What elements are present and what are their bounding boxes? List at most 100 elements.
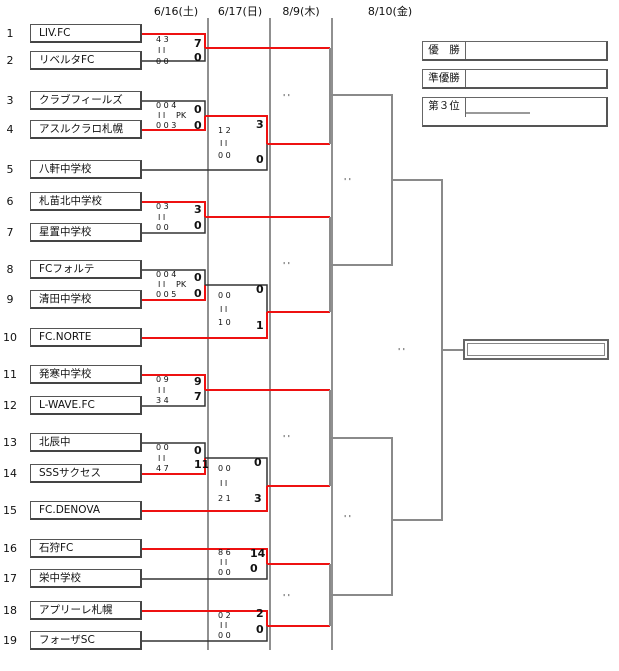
team-number: 4 xyxy=(6,123,14,136)
team-name: FC.DENOVA xyxy=(30,501,142,520)
final-score-bottom: 0 xyxy=(256,623,264,636)
third-place-label: 第３位 xyxy=(423,98,466,117)
round-date-1: 6/16(土) xyxy=(153,5,199,18)
final-winner-box xyxy=(463,339,609,360)
team-number: 19 xyxy=(3,634,17,647)
team-number: 7 xyxy=(6,226,14,239)
winner-line xyxy=(142,458,206,475)
half-time-score-bottom: 1 0 xyxy=(218,318,231,327)
half-time-score-bottom: 2 1 xyxy=(218,494,231,503)
final-score-top: 0 xyxy=(194,444,202,457)
final-score-bottom: 11 xyxy=(194,458,210,471)
half-time-score-top: 8 6 xyxy=(218,548,231,557)
half-time-score-bottom: 3 4 xyxy=(156,396,169,405)
winner-line xyxy=(142,548,268,564)
winner-line xyxy=(205,115,268,144)
team-number: 5 xyxy=(6,163,14,176)
score-divider: I I xyxy=(220,139,228,148)
final-score-top: 0 xyxy=(194,271,202,284)
team-number: 8 xyxy=(6,263,14,276)
team-name: 清田中学校 xyxy=(30,290,142,309)
round-date-4: 8/10(金) xyxy=(367,5,413,18)
placeholder-mark: ' ' xyxy=(283,593,290,602)
champion-box: 優 勝 xyxy=(422,41,608,61)
pending-line xyxy=(392,179,443,350)
half-time-score-top: 0 0 4 xyxy=(156,270,177,279)
score-divider: I I xyxy=(158,454,166,463)
team-name: 札苗北中学校 xyxy=(30,192,142,211)
team-name: リベルタFC xyxy=(30,51,142,70)
team-number: 1 xyxy=(6,27,14,40)
team-name: SSSサクセス xyxy=(30,464,142,483)
loser-line xyxy=(142,144,268,171)
half-time-score-bottom: 0 0 xyxy=(218,568,231,577)
loser-line xyxy=(142,269,206,285)
pending-line xyxy=(330,180,393,266)
team-number: 9 xyxy=(6,293,14,306)
pk-label: PK xyxy=(176,111,187,120)
team-name: LIV.FC xyxy=(30,24,142,43)
third-place-box: 第３位 xyxy=(422,97,608,127)
final-score-top: 2 xyxy=(256,607,264,620)
team-name: アスルクラロ札幌 xyxy=(30,120,142,139)
team-name: フォーザSC xyxy=(30,631,142,650)
half-time-score-bottom: 0 0 xyxy=(218,631,231,640)
team-number: 10 xyxy=(3,331,17,344)
score-divider: I I xyxy=(220,305,228,314)
half-time-score-bottom: 0 0 3 xyxy=(156,121,177,130)
team-name: L-WAVE.FC xyxy=(30,396,142,415)
score-divider: I I xyxy=(158,386,166,395)
pending-line xyxy=(392,350,443,521)
pending-line xyxy=(330,437,393,520)
final-score-top: 3 xyxy=(256,118,264,131)
score-divider: I I xyxy=(220,558,228,567)
final-score-bottom: 1 xyxy=(256,319,264,332)
loser-line xyxy=(142,564,268,580)
team-name: FCフォルテ xyxy=(30,260,142,279)
half-time-score-top: 1 2 xyxy=(218,126,231,135)
score-divider: I I xyxy=(158,213,166,222)
score-divider: I I xyxy=(220,621,228,630)
final-score-top: 7 xyxy=(194,37,202,50)
final-score-bottom: 7 xyxy=(194,390,202,403)
half-time-score-top: 0 0 4 xyxy=(156,101,177,110)
round-date-3: 8/9(木) xyxy=(282,5,320,18)
half-time-score-bottom: 4 7 xyxy=(156,464,169,473)
winner-line xyxy=(142,116,206,131)
final-score-bottom: 0 xyxy=(250,562,258,575)
score-divider: I I xyxy=(158,111,166,120)
loser-line xyxy=(142,390,206,407)
final-score-top: 3 xyxy=(194,203,202,216)
pending-line xyxy=(330,94,393,180)
placeholder-mark: ' ' xyxy=(283,434,290,443)
champion-label: 優 勝 xyxy=(423,42,466,59)
final-score-top: 0 xyxy=(256,283,264,296)
team-name: 八軒中学校 xyxy=(30,160,142,179)
score-divider: I I xyxy=(158,280,166,289)
half-time-score-bottom: 0 0 xyxy=(156,57,169,66)
score-divider: I I xyxy=(220,479,228,488)
winner-line xyxy=(142,486,268,512)
half-time-score-bottom: 0 0 xyxy=(156,223,169,232)
loser-line xyxy=(205,284,268,312)
team-number: 3 xyxy=(6,94,14,107)
half-time-score-top: 0 0 xyxy=(218,291,231,300)
winner-line xyxy=(142,374,206,390)
placeholder-mark: ' ' xyxy=(283,261,290,270)
final-score-top: 0 xyxy=(194,103,202,116)
final-score-bottom: 0 xyxy=(194,287,202,300)
final-score-top: 9 xyxy=(194,375,202,388)
team-number: 14 xyxy=(3,467,17,480)
final-score-top: 14 xyxy=(250,547,266,560)
score-divider: I I xyxy=(158,46,166,55)
loser-line xyxy=(205,457,268,486)
runner-up-box: 準優勝 xyxy=(422,69,608,89)
winner-line xyxy=(142,312,268,339)
team-number: 11 xyxy=(3,368,17,381)
placeholder-mark: ' ' xyxy=(398,347,405,356)
placeholder-mark: ' ' xyxy=(344,177,351,186)
winner-line xyxy=(142,33,206,48)
team-name: FC.NORTE xyxy=(30,328,142,347)
